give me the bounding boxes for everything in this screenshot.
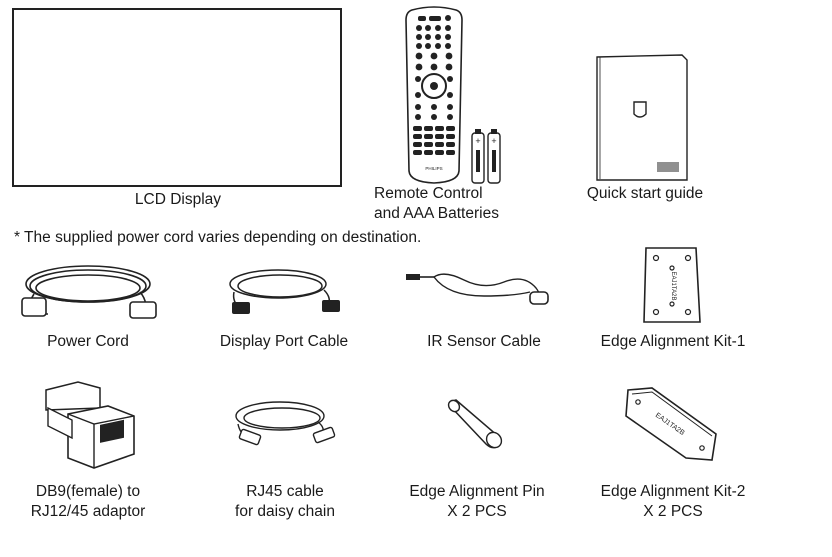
db9-adaptor-caption: DB9(female) to RJ12/45 adaptor [16, 482, 160, 522]
quick-start-guide-caption: Quick start guide [586, 185, 704, 202]
quick-start-guide-illustration [596, 54, 688, 181]
svg-text:+: + [475, 136, 480, 146]
power-cord-caption: Power Cord [47, 333, 129, 350]
aaa-batteries-illustration: + + [471, 129, 501, 184]
remote-control-caption-line2: and AAA Batteries [374, 205, 499, 222]
edge-alignment-pin-caption: Edge Alignment Pin X 2 PCS [400, 482, 554, 522]
rj45-cable-caption: RJ45 cable for daisy chain [210, 482, 360, 522]
remote-control-illustration: PHILIPS [405, 6, 463, 184]
edge-alignment-kit-2-illustration: EAJ1TA2B [625, 387, 717, 461]
edge-alignment-kit-2-caption: Edge Alignment Kit-2 X 2 PCS [588, 482, 758, 522]
remote-control-caption-line1: Remote Control [374, 185, 483, 202]
power-cord-note: * The supplied power cord varies dependi… [14, 229, 422, 246]
power-cord-illustration [21, 265, 157, 319]
display-port-cable-illustration [229, 269, 340, 314]
edge-alignment-pin-illustration [447, 399, 503, 449]
rj45-cable-caption-line1: RJ45 cable [246, 483, 324, 500]
edge-alignment-kit-1-caption: Edge Alignment Kit-1 [600, 333, 746, 350]
edge-alignment-pin-caption-line1: Edge Alignment Pin [409, 483, 545, 500]
ir-sensor-cable-illustration [406, 273, 549, 305]
edge-alignment-kit-1-stamp: EAJ1TA2B [670, 272, 676, 301]
db9-adaptor-caption-line1: DB9(female) to [35, 483, 141, 500]
db9-adaptor-caption-line2: RJ12/45 adaptor [30, 503, 146, 520]
display-port-cable-caption: Display Port Cable [219, 333, 349, 350]
lcd-display-caption: LCD Display [134, 191, 222, 208]
lcd-display-illustration [12, 8, 342, 187]
edge-alignment-kit-1-illustration: EAJ1TA2B [643, 247, 701, 323]
ir-sensor-cable-caption: IR Sensor Cable [427, 333, 541, 350]
remote-brand-logo: PHILIPS [425, 166, 442, 171]
edge-alignment-pin-caption-line2: X 2 PCS [447, 503, 507, 520]
edge-alignment-kit-2-caption-line2: X 2 PCS [643, 503, 703, 520]
svg-text:+: + [491, 136, 496, 146]
remote-control-caption: Remote Control and AAA Batteries [374, 184, 499, 224]
rj45-cable-caption-line2: for daisy chain [235, 503, 335, 520]
rj45-cable-illustration [235, 401, 336, 446]
edge-alignment-kit-2-caption-line1: Edge Alignment Kit-2 [600, 483, 746, 500]
db9-adaptor-illustration [45, 381, 135, 469]
